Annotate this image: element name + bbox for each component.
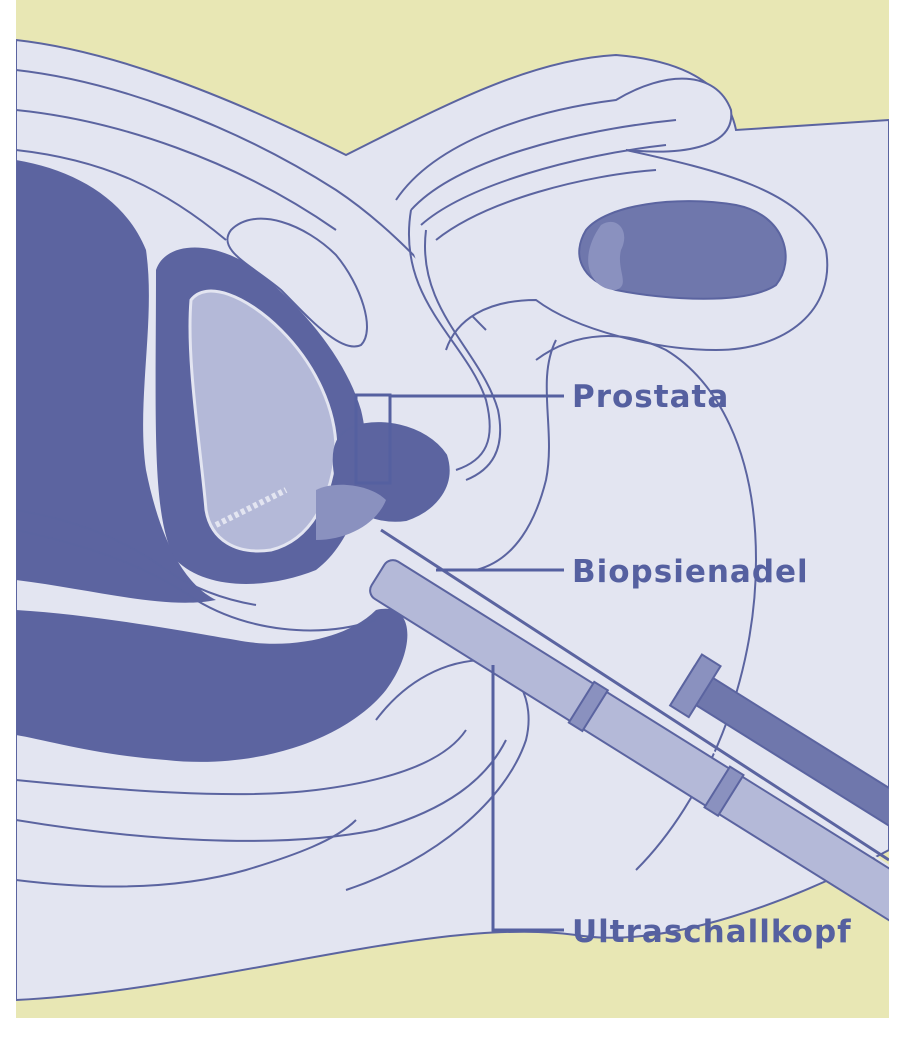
label-prostata: Prostata: [572, 379, 729, 415]
anatomy-diagram: Prostata Biopsienadel Ultraschallkopf: [16, 0, 889, 1018]
label-biopsienadel: Biopsienadel: [572, 554, 809, 590]
diagram-frame: Prostata Biopsienadel Ultraschallkopf: [16, 0, 889, 1018]
label-ultraschallkopf: Ultraschallkopf: [572, 914, 852, 950]
